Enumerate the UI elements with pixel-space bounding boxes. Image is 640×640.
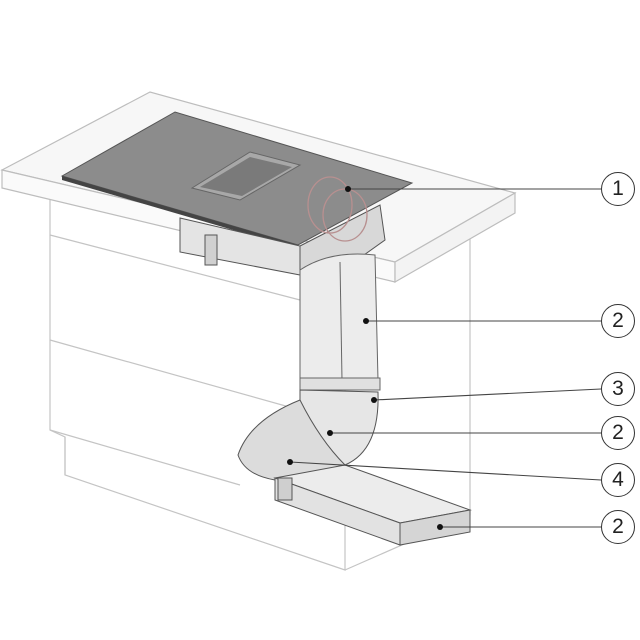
callout-2c: 2 [601,510,635,544]
elbow-duct [237,389,379,481]
fan-unit [179,204,386,276]
callout-4: 4 [601,463,635,497]
leader-lines [289,188,602,528]
leader-dots [287,186,443,530]
vertical-duct [299,253,381,391]
cooktop [60,111,414,249]
callout-2: 2 [601,304,635,338]
callout-3: 3 [601,372,635,406]
callout-1: 1 [601,172,635,206]
flat-duct [273,464,472,546]
callout-2b: 2 [601,416,635,450]
